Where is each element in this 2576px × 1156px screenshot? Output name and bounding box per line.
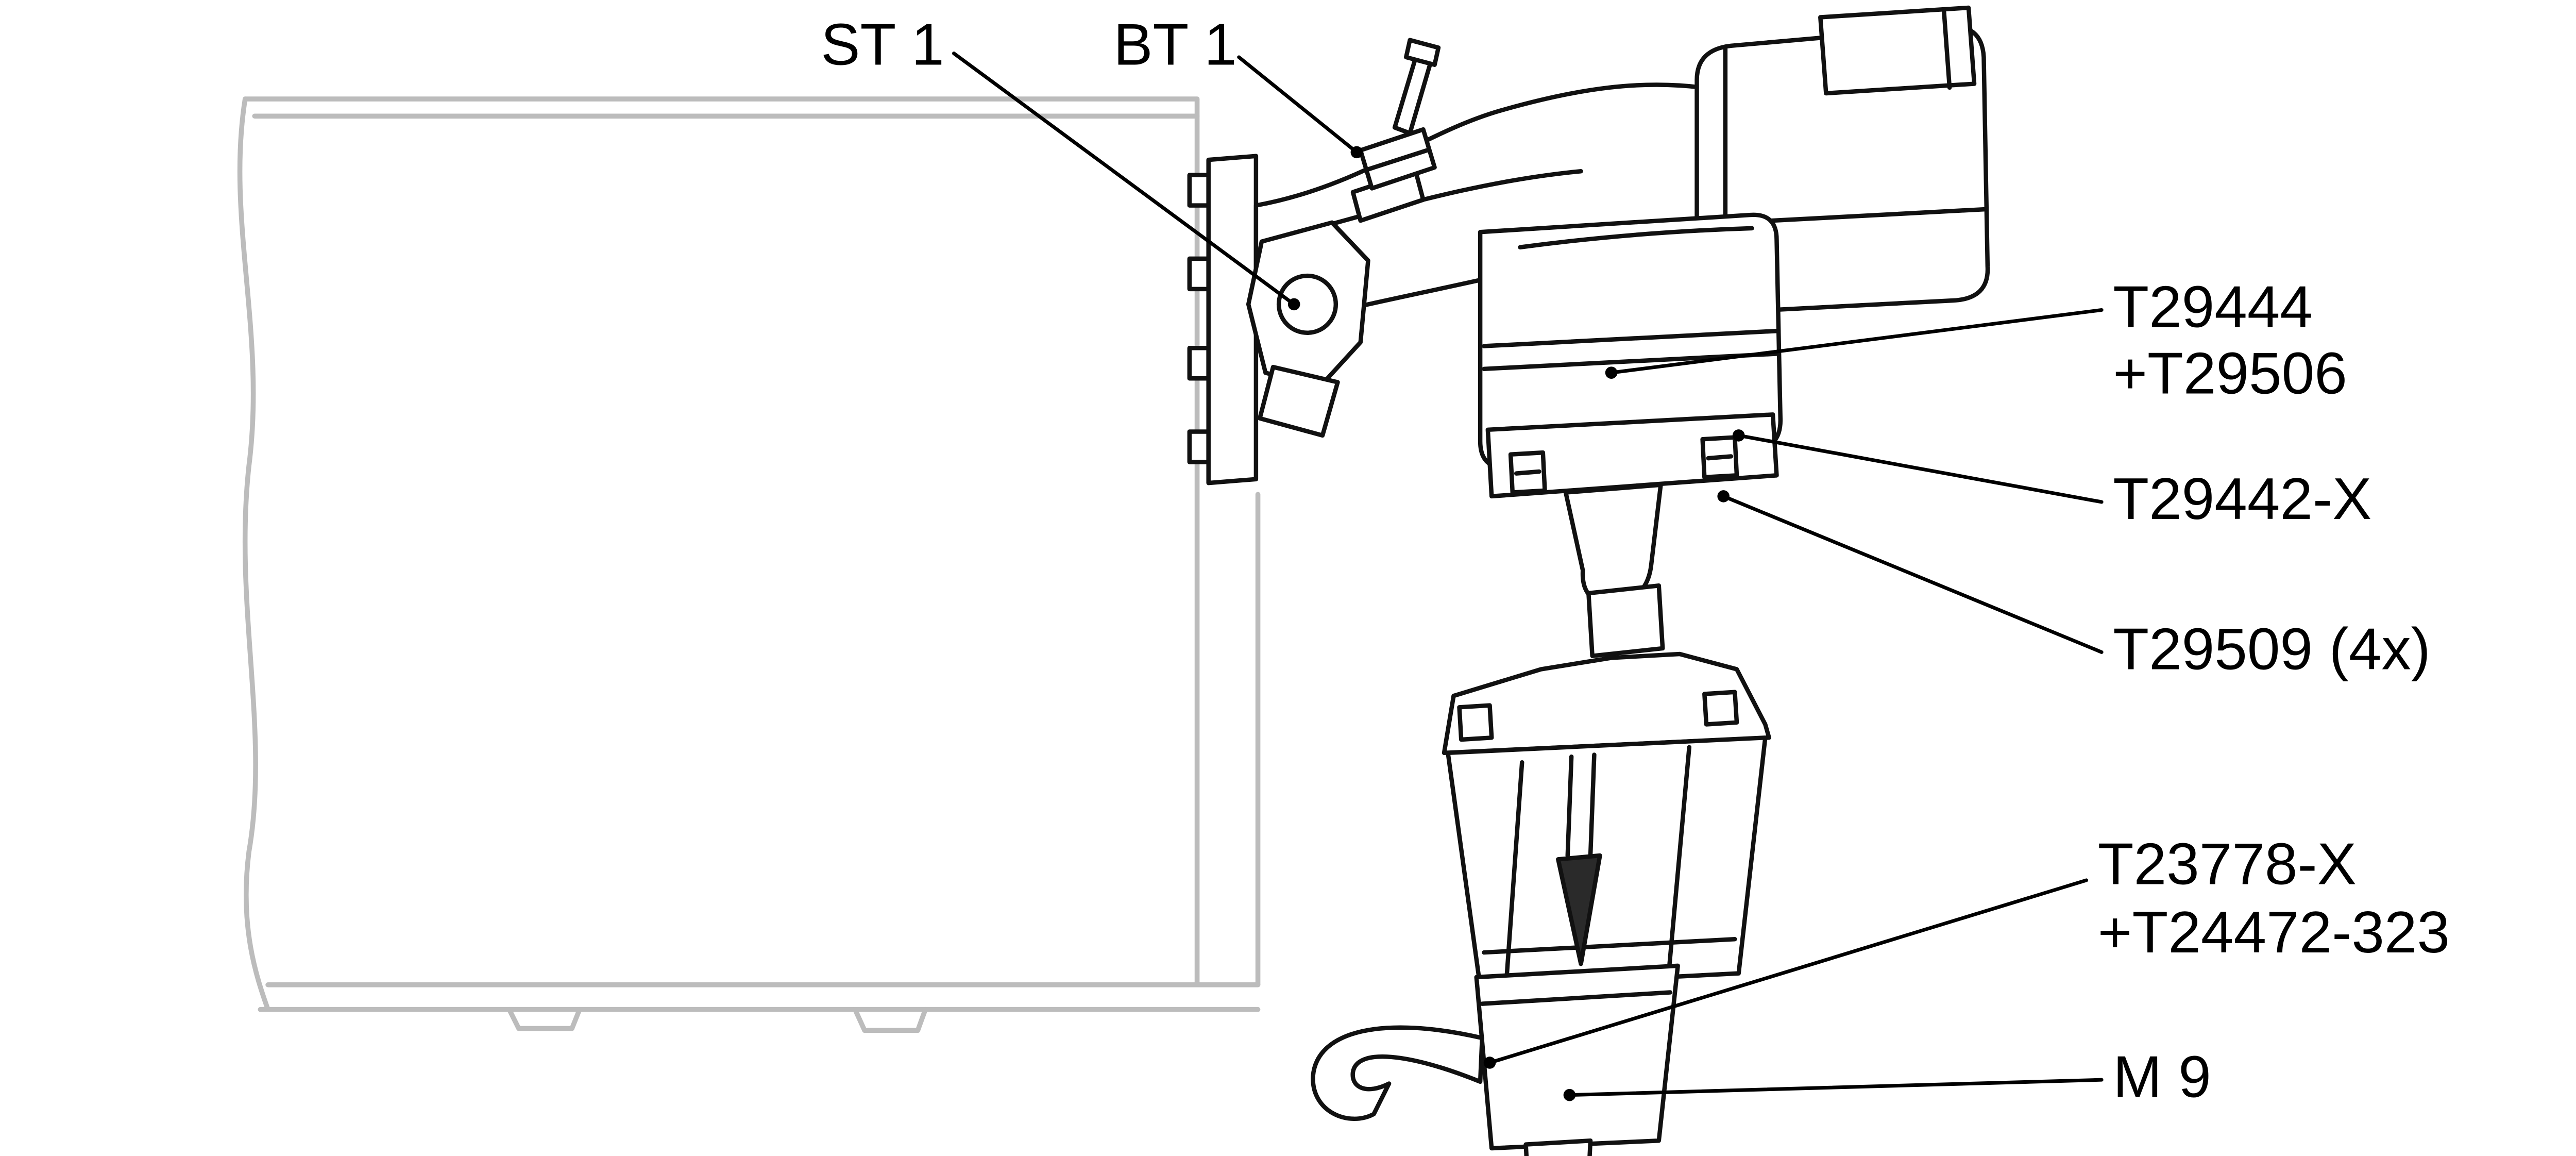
leader-t29444-dot [1605, 366, 1618, 379]
tank-top-edge [242, 96, 1200, 119]
union-fitting [1246, 220, 1370, 390]
tank-bottom-edge [258, 982, 1261, 1012]
pump-assembly [1187, 5, 1990, 1156]
label-st1: ST 1 [821, 12, 944, 78]
junction-box [1818, 5, 1977, 96]
motor-flange [1442, 651, 1771, 756]
junction-box-seam [1941, 7, 1952, 90]
leader-t29509 [1721, 494, 2104, 654]
leader-lines [952, 52, 2104, 1101]
leader-m9 [1567, 1078, 2104, 1097]
label-bt1: BT 1 [1113, 12, 1236, 78]
label-t23778-line1: T23778-X [2098, 831, 2357, 897]
tank [237, 96, 1261, 1033]
bt1-sensor-hex-seam [1366, 148, 1430, 172]
label-t29442: T29442-X [2113, 466, 2371, 532]
leader-m9-dot [1563, 1088, 1576, 1101]
tank-flange [1206, 154, 1259, 485]
collar [1586, 583, 1665, 658]
label-t29509: T29509 (4x) [2113, 617, 2430, 682]
m9-foot [1523, 1138, 1593, 1156]
tank-foot-right [852, 1007, 928, 1033]
m9-unit [1474, 963, 1680, 1151]
label-t23778-line2: +T24472-323 [2098, 900, 2450, 965]
leader-t23778 [1488, 878, 2089, 1065]
leader-t29442-dot [1732, 429, 1745, 442]
drain-hose [1311, 1025, 1485, 1121]
leader-t23778-dot [1483, 1057, 1496, 1069]
leader-st1 [952, 52, 1296, 306]
tank-foot-left [506, 1007, 582, 1031]
leader-bt1 [1237, 55, 1359, 154]
label-m9: M 9 [2113, 1044, 2211, 1110]
leader-t29442 [1737, 433, 2104, 504]
tank-right-edge [1194, 96, 1261, 987]
clamp-screw-slots [1514, 454, 1734, 476]
leader-t29444 [1609, 308, 2104, 375]
shaft-tip [1556, 853, 1602, 966]
m9-unit-seam [1480, 990, 1673, 1006]
part-labels: ST 1 BT 1 T29444 +T29506 T29442-X T29509… [821, 12, 2450, 1110]
leader-t29509-dot [1717, 490, 1730, 502]
label-t29444-line2: +T29506 [2113, 341, 2347, 407]
leader-st1-dot [1287, 298, 1300, 311]
tank-break-edge [237, 96, 270, 1012]
union-fitting-bore [1276, 273, 1338, 335]
label-t29444-line1: T29444 [2113, 275, 2313, 340]
motor-body [1446, 735, 1768, 989]
motor-flange-bolts [1457, 690, 1739, 742]
leader-bt1-dot [1350, 146, 1363, 159]
motor-body-lines [1482, 745, 1737, 980]
union-lower [1258, 364, 1340, 438]
bt1-sensor-tip [1404, 38, 1441, 67]
